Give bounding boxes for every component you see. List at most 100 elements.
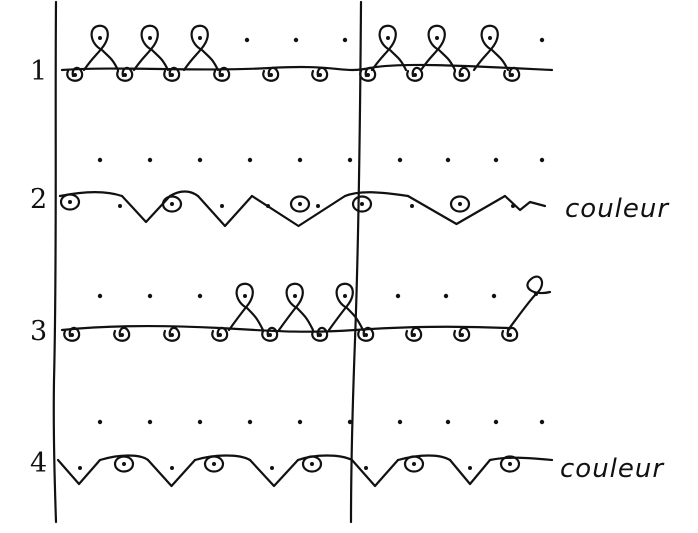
row-2-guide-dot-5 — [297, 157, 303, 163]
row-2-valley-4 — [406, 194, 507, 226]
row-4-loop-5-dot — [508, 462, 512, 466]
row-4-loop-4 — [403, 455, 425, 473]
row-2-valley-dot-1 — [118, 204, 122, 208]
row-2-guide-dot-8 — [445, 157, 451, 163]
row-1-small-loop-10 — [503, 66, 521, 82]
row-2-loop-5 — [449, 195, 471, 213]
row-4-end — [488, 456, 554, 462]
row-number-3: 3 — [30, 316, 48, 347]
row-3-dot-1 — [97, 293, 103, 299]
row-1-small-loop-7-dot — [366, 73, 370, 77]
row-4-loop-1-dot — [122, 462, 126, 466]
row-1-tall-stitch-2 — [132, 24, 170, 72]
row-4-loop-3-dot — [310, 462, 314, 466]
row-1-small-loop-1-dot — [73, 73, 77, 77]
row-4-loop-1 — [113, 455, 135, 473]
row-4-valley-dot-2 — [170, 466, 174, 470]
row-4-valley-2 — [146, 458, 197, 488]
row-1-dot-3 — [342, 37, 348, 43]
row-3-dot-5 — [443, 293, 449, 299]
row-3-small-loop-10-dot — [508, 333, 512, 337]
row-4-guide-dot-3 — [197, 419, 203, 425]
row-4-guide-dot-10 — [539, 419, 545, 425]
left-vertical-line — [52, 0, 58, 524]
center-vertical-line — [349, 0, 363, 524]
row-2-loop-5-dot — [458, 202, 462, 206]
row-3-tall-stitch-2 — [277, 282, 315, 332]
row-2-guide-dot-3 — [197, 157, 203, 163]
row-1-small-loop-3-dot — [170, 73, 174, 77]
row-3-small-loop-2-dot — [120, 333, 124, 337]
row-1-small-loop-6-dot — [318, 73, 322, 77]
row-1-tall-stitch-3-dot — [198, 36, 202, 40]
row-1-small-loop-6 — [311, 66, 329, 82]
row-number-1: 1 — [30, 56, 48, 87]
row-3-small-loop-5-dot — [268, 333, 272, 337]
row-3-small-loop-8 — [405, 326, 423, 342]
row-1-small-loop-2 — [116, 66, 134, 82]
row-2-loop-1-dot — [68, 200, 72, 204]
row-4-link-4 — [396, 454, 452, 462]
row-3-tall-stitch-2-dot — [293, 294, 297, 298]
row-1-dot-2 — [293, 37, 299, 43]
row-note-2: couleur — [565, 194, 670, 224]
row-4-valley-3 — [248, 458, 300, 488]
row-3-small-loop-4 — [211, 326, 229, 342]
row-1-tall-stitch-6 — [472, 24, 510, 72]
row-1-small-loop-8 — [406, 66, 424, 82]
row-3-tall-stitch-3-dot — [343, 294, 347, 298]
row-4-guide-dot-9 — [493, 419, 499, 425]
row-1-small-loop-5 — [262, 66, 280, 82]
row-4-guide-dot-1 — [97, 419, 103, 425]
row-2-valley-2 — [196, 194, 254, 228]
row-1-tall-stitch-3 — [182, 24, 220, 72]
row-4-link-3 — [296, 454, 354, 462]
row-2-guide-dot-1 — [97, 157, 103, 163]
row-3-small-loop-8-dot — [412, 333, 416, 337]
row-4-loop-2 — [203, 455, 225, 473]
row-number-4: 4 — [30, 448, 48, 479]
row-3-tall-stitch-3 — [327, 282, 365, 332]
row-2-valley-1 — [120, 194, 172, 224]
row-1-small-loop-4 — [213, 66, 231, 82]
row-1-tall-stitch-6-dot — [488, 36, 492, 40]
row-1-tall-stitch-1 — [82, 24, 120, 72]
row-3-end-loop-dot — [534, 292, 538, 296]
row-4-guide-dot-4 — [247, 419, 253, 425]
row-3-small-loop-1 — [63, 326, 81, 342]
row-1-small-loop-10-dot — [510, 73, 514, 77]
row-2-guide-dot-4 — [247, 157, 253, 163]
row-3-small-loop-7 — [357, 326, 375, 342]
row-4-loop-5 — [499, 455, 521, 473]
row-2-guide-dot-7 — [397, 157, 403, 163]
row-3-small-loop-7-dot — [364, 333, 368, 337]
row-4-valley-dot-3 — [270, 466, 274, 470]
row-1-small-loop-9 — [453, 66, 471, 82]
row-2-valley-dot-2 — [220, 204, 224, 208]
row-2-loop-3-dot — [298, 202, 302, 206]
row-1-small-loop-5-dot — [269, 73, 273, 77]
row-3-tall-stitch-1 — [227, 282, 265, 332]
row-3-small-loop-6-dot — [318, 333, 322, 337]
row-2-end — [503, 194, 547, 212]
row-4-valley-1 — [56, 458, 102, 486]
row-2-valley-dot-6 — [511, 204, 515, 208]
row-4-loop-3 — [301, 455, 323, 473]
row-4-valley-4 — [350, 458, 400, 488]
row-4-guide-dot-7 — [397, 419, 403, 425]
row-2-link-2 — [343, 191, 410, 198]
row-2-guide-dot-6 — [347, 157, 353, 163]
row-1-tall-stitch-1-dot — [98, 36, 102, 40]
row-3-small-loop-4-dot — [218, 333, 222, 337]
row-2-loop-1 — [59, 193, 81, 211]
row-1-small-loop-1 — [66, 66, 84, 82]
row-2-loop-4 — [351, 195, 373, 213]
row-1-tall-stitch-4 — [370, 24, 408, 72]
row-3-dot-3 — [197, 293, 203, 299]
row-1-tall-stitch-5 — [419, 24, 457, 72]
row-4-guide-dot-8 — [445, 419, 451, 425]
row-1-tall-stitch-2-dot — [148, 36, 152, 40]
row-1-small-loop-3 — [163, 66, 181, 82]
